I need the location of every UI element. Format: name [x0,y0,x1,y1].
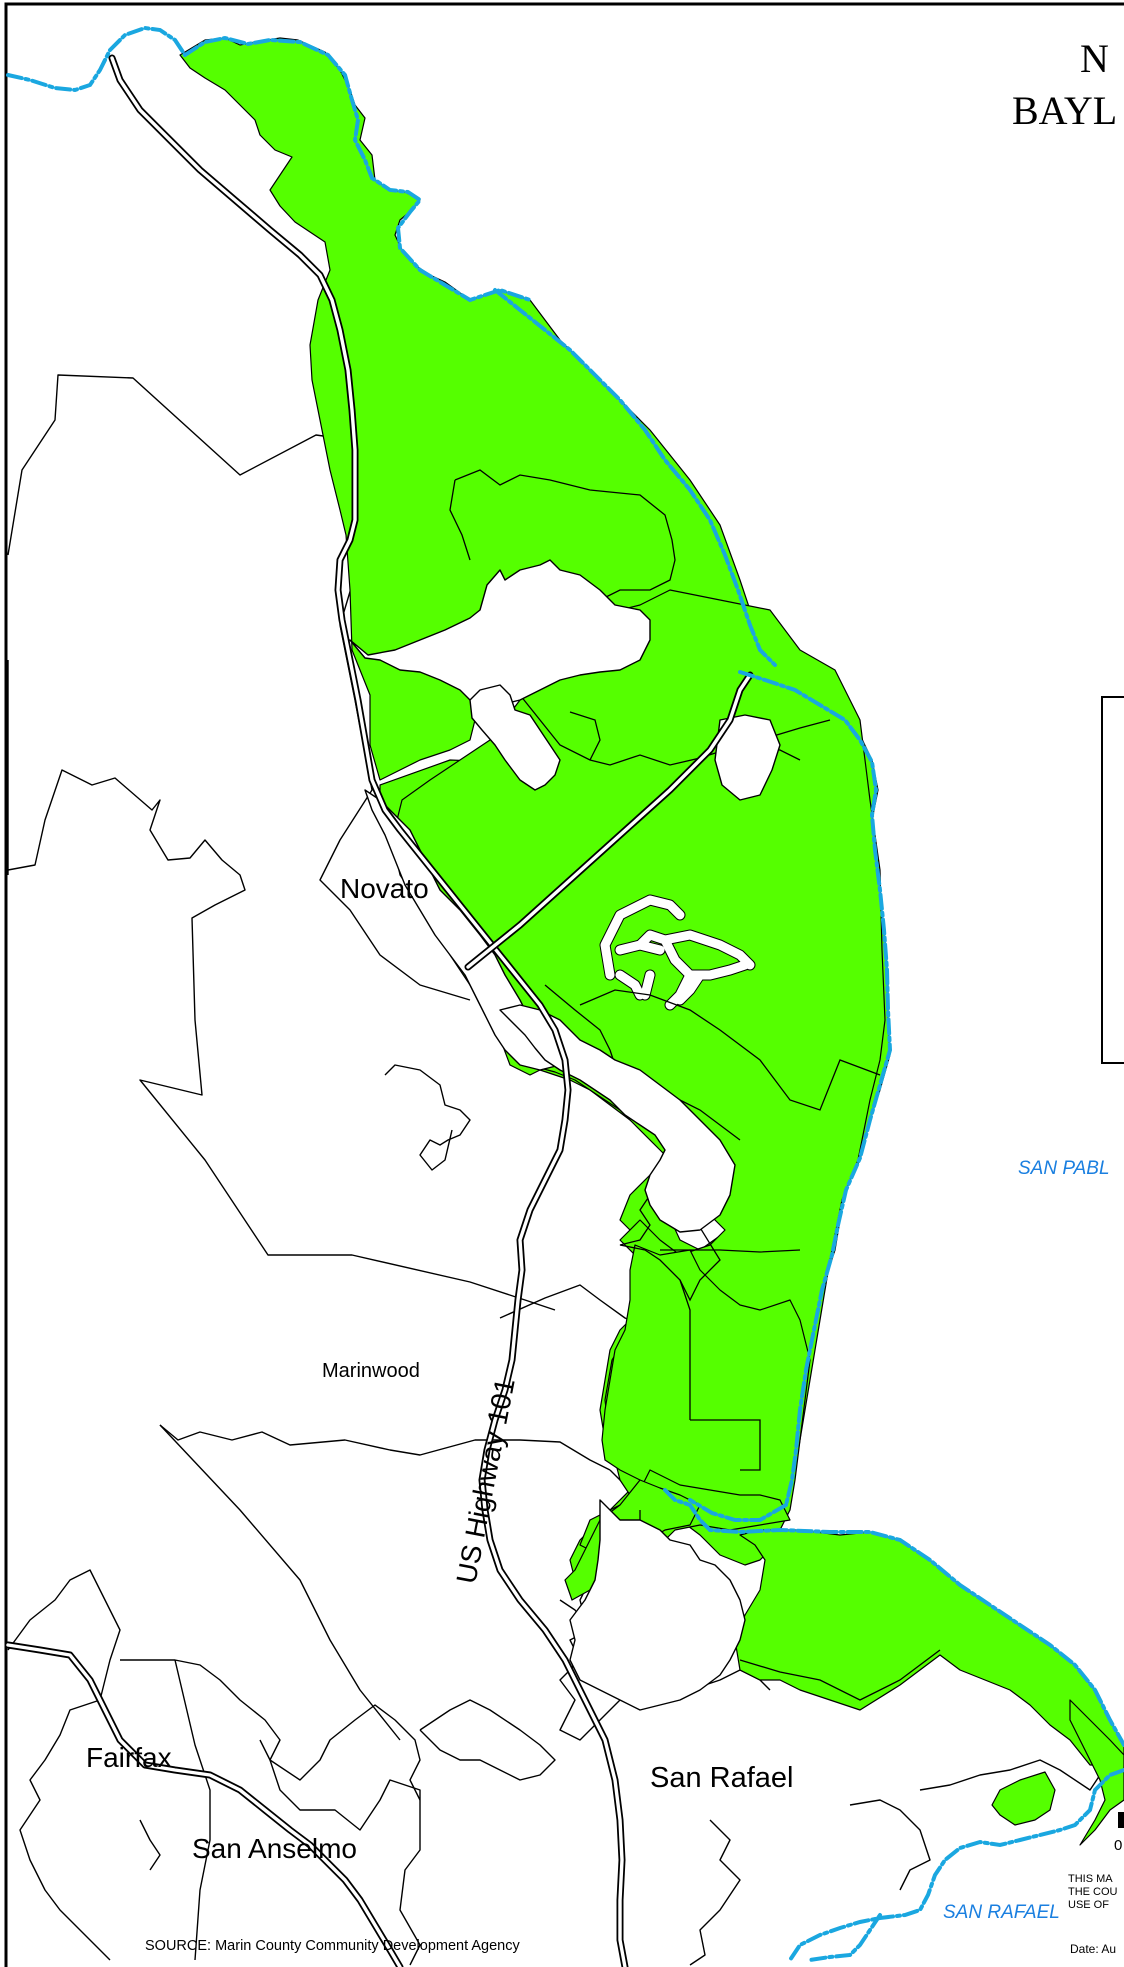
parcel-sanrafael-south [689,1819,741,1966]
place-label-fairfax: Fairfax [86,1742,172,1773]
parcel-novato-south [384,1064,471,1171]
parcel-anselmo-small [139,1819,161,1871]
zone-south-bay [734,1529,1124,1771]
water-label-san-rafael: SAN RAFAEL [943,1902,1060,1923]
shoreline [6,25,1124,1962]
map-frame [4,2,1124,1967]
patch-middle-white [499,1004,736,1233]
place-label-novato: Novato [340,873,429,904]
date-label: Date: Au [1070,1942,1116,1956]
scale-zero-label: 0 [1114,1837,1122,1854]
legend-box [1101,696,1124,1064]
parcel-fairfax-vertical [174,1659,211,1961]
parcel-novato-west [7,769,556,1311]
parcel-marinwood-west [159,1424,611,1471]
parcel-fairfax-grid [120,1659,421,1801]
parcel-fairfax-west [7,1569,121,1961]
zone-east-pocket [991,1771,1056,1826]
parcel-sanrafael-west [559,1599,771,1741]
parcel-west-hills [7,374,471,1001]
place-label-san-anselmo: San Anselmo [192,1833,357,1864]
parcel-sanselmo-east [419,1699,556,1781]
map-title-line-2: BAYL [1012,88,1117,133]
patch-east-gap [714,714,781,801]
scale-bar [1118,1812,1124,1828]
patch-north [349,559,651,713]
disclaimer-line-2: THE COU [1068,1886,1118,1898]
place-label-marinwood: Marinwood [322,1360,420,1382]
parcel-marinwood-diagonal [159,1424,401,1741]
place-label-san-rafael: San Rafael [650,1762,794,1794]
non-zone-patches [349,559,781,1711]
patch-lower-white [569,1499,746,1711]
disclaimer-line-1: THIS MA [1068,1873,1113,1885]
drake-road [4,1641,404,1967]
highway-101 [108,54,629,1967]
map-title-line-1: N [1080,36,1109,81]
source-credit: SOURCE: Marin County Community Developme… [145,1938,520,1954]
parcel-sanselmo-blocks [259,1739,421,1966]
patch-mid [469,684,561,791]
zone-southeast-strip [1069,1699,1124,1846]
route-37 [464,671,754,971]
zone-internal-lines [449,469,941,1701]
parcel-sanrafael-southeast [849,1799,931,1891]
disclaimer-line-3: USE OF [1068,1899,1109,1911]
water-label-san-pablo: SAN PABL [1018,1158,1110,1179]
subdivision-streets [599,894,756,1011]
road-label-us101: US Highway 101 [450,1375,520,1586]
